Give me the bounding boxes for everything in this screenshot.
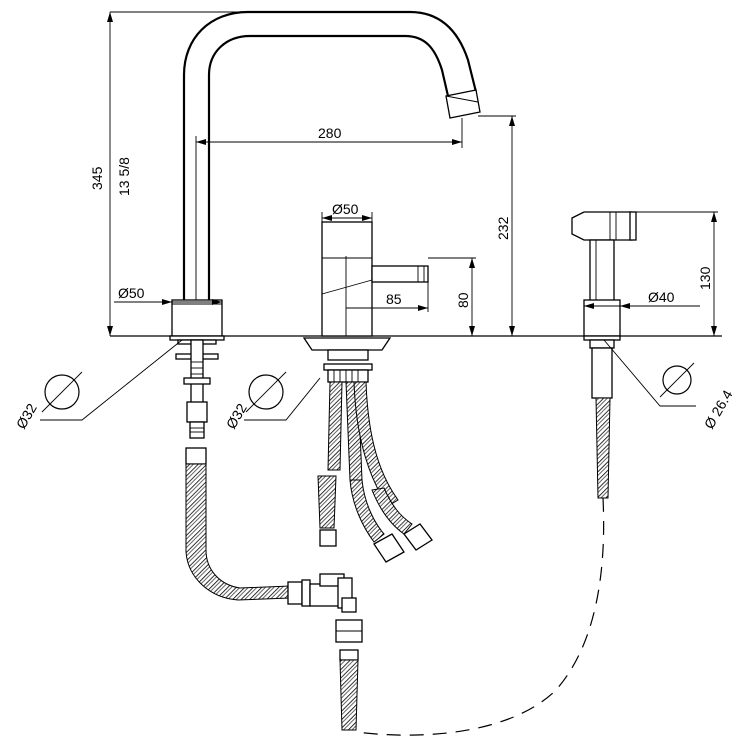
spout-mounting [169, 335, 225, 439]
spray-hose-path [355, 497, 605, 736]
label-mixer-height: 80 [455, 292, 471, 308]
dim-spout-reach: 280 [195, 118, 463, 300]
label-mixer-diameter: Ø50 [332, 201, 359, 217]
label-hole-right: Ø 26.4 [701, 387, 736, 432]
label-handle-length: 85 [386, 291, 402, 307]
hole-symbol-mid: Ø32 [223, 371, 321, 432]
label-spray-height: 130 [697, 266, 713, 290]
label-base-diameter: Ø50 [118, 285, 145, 301]
dim-spray-diameter: Ø40 [584, 289, 700, 309]
label-total-height: 345 [89, 166, 105, 190]
mixer-mounting [302, 337, 392, 383]
label-hole-left: Ø32 [13, 400, 40, 431]
dim-spray-height: 130 [636, 211, 718, 336]
spout-base [171, 299, 223, 337]
dim-base-diameter: Ø50 [114, 285, 222, 305]
mixer-handle [371, 265, 429, 283]
spout-hose [185, 447, 311, 607]
label-spout-reach: 280 [318, 125, 342, 141]
mixer-tap [321, 221, 429, 337]
dim-spout-height: 232 [478, 115, 516, 336]
dim-mixer-diameter: Ø50 [321, 201, 373, 222]
label-spout-height: 232 [495, 216, 511, 240]
dim-mixer-height: 80 [428, 257, 476, 336]
hole-symbol-left: Ø32 [13, 339, 183, 432]
label-spray-diameter: Ø40 [648, 289, 675, 305]
hole-symbol-right: Ø 26.4 [603, 339, 736, 432]
dim-handle-length: 85 [346, 282, 429, 312]
label-total-height-inch: 13 5/8 [116, 157, 132, 196]
label-hole-mid: Ø32 [223, 400, 250, 431]
dim-total-height: 345 13 5/8 [89, 11, 248, 336]
spout-nozzle [445, 89, 481, 119]
side-spray [571, 211, 637, 499]
mixer-hoses [317, 381, 433, 563]
tee-valve [309, 573, 363, 731]
